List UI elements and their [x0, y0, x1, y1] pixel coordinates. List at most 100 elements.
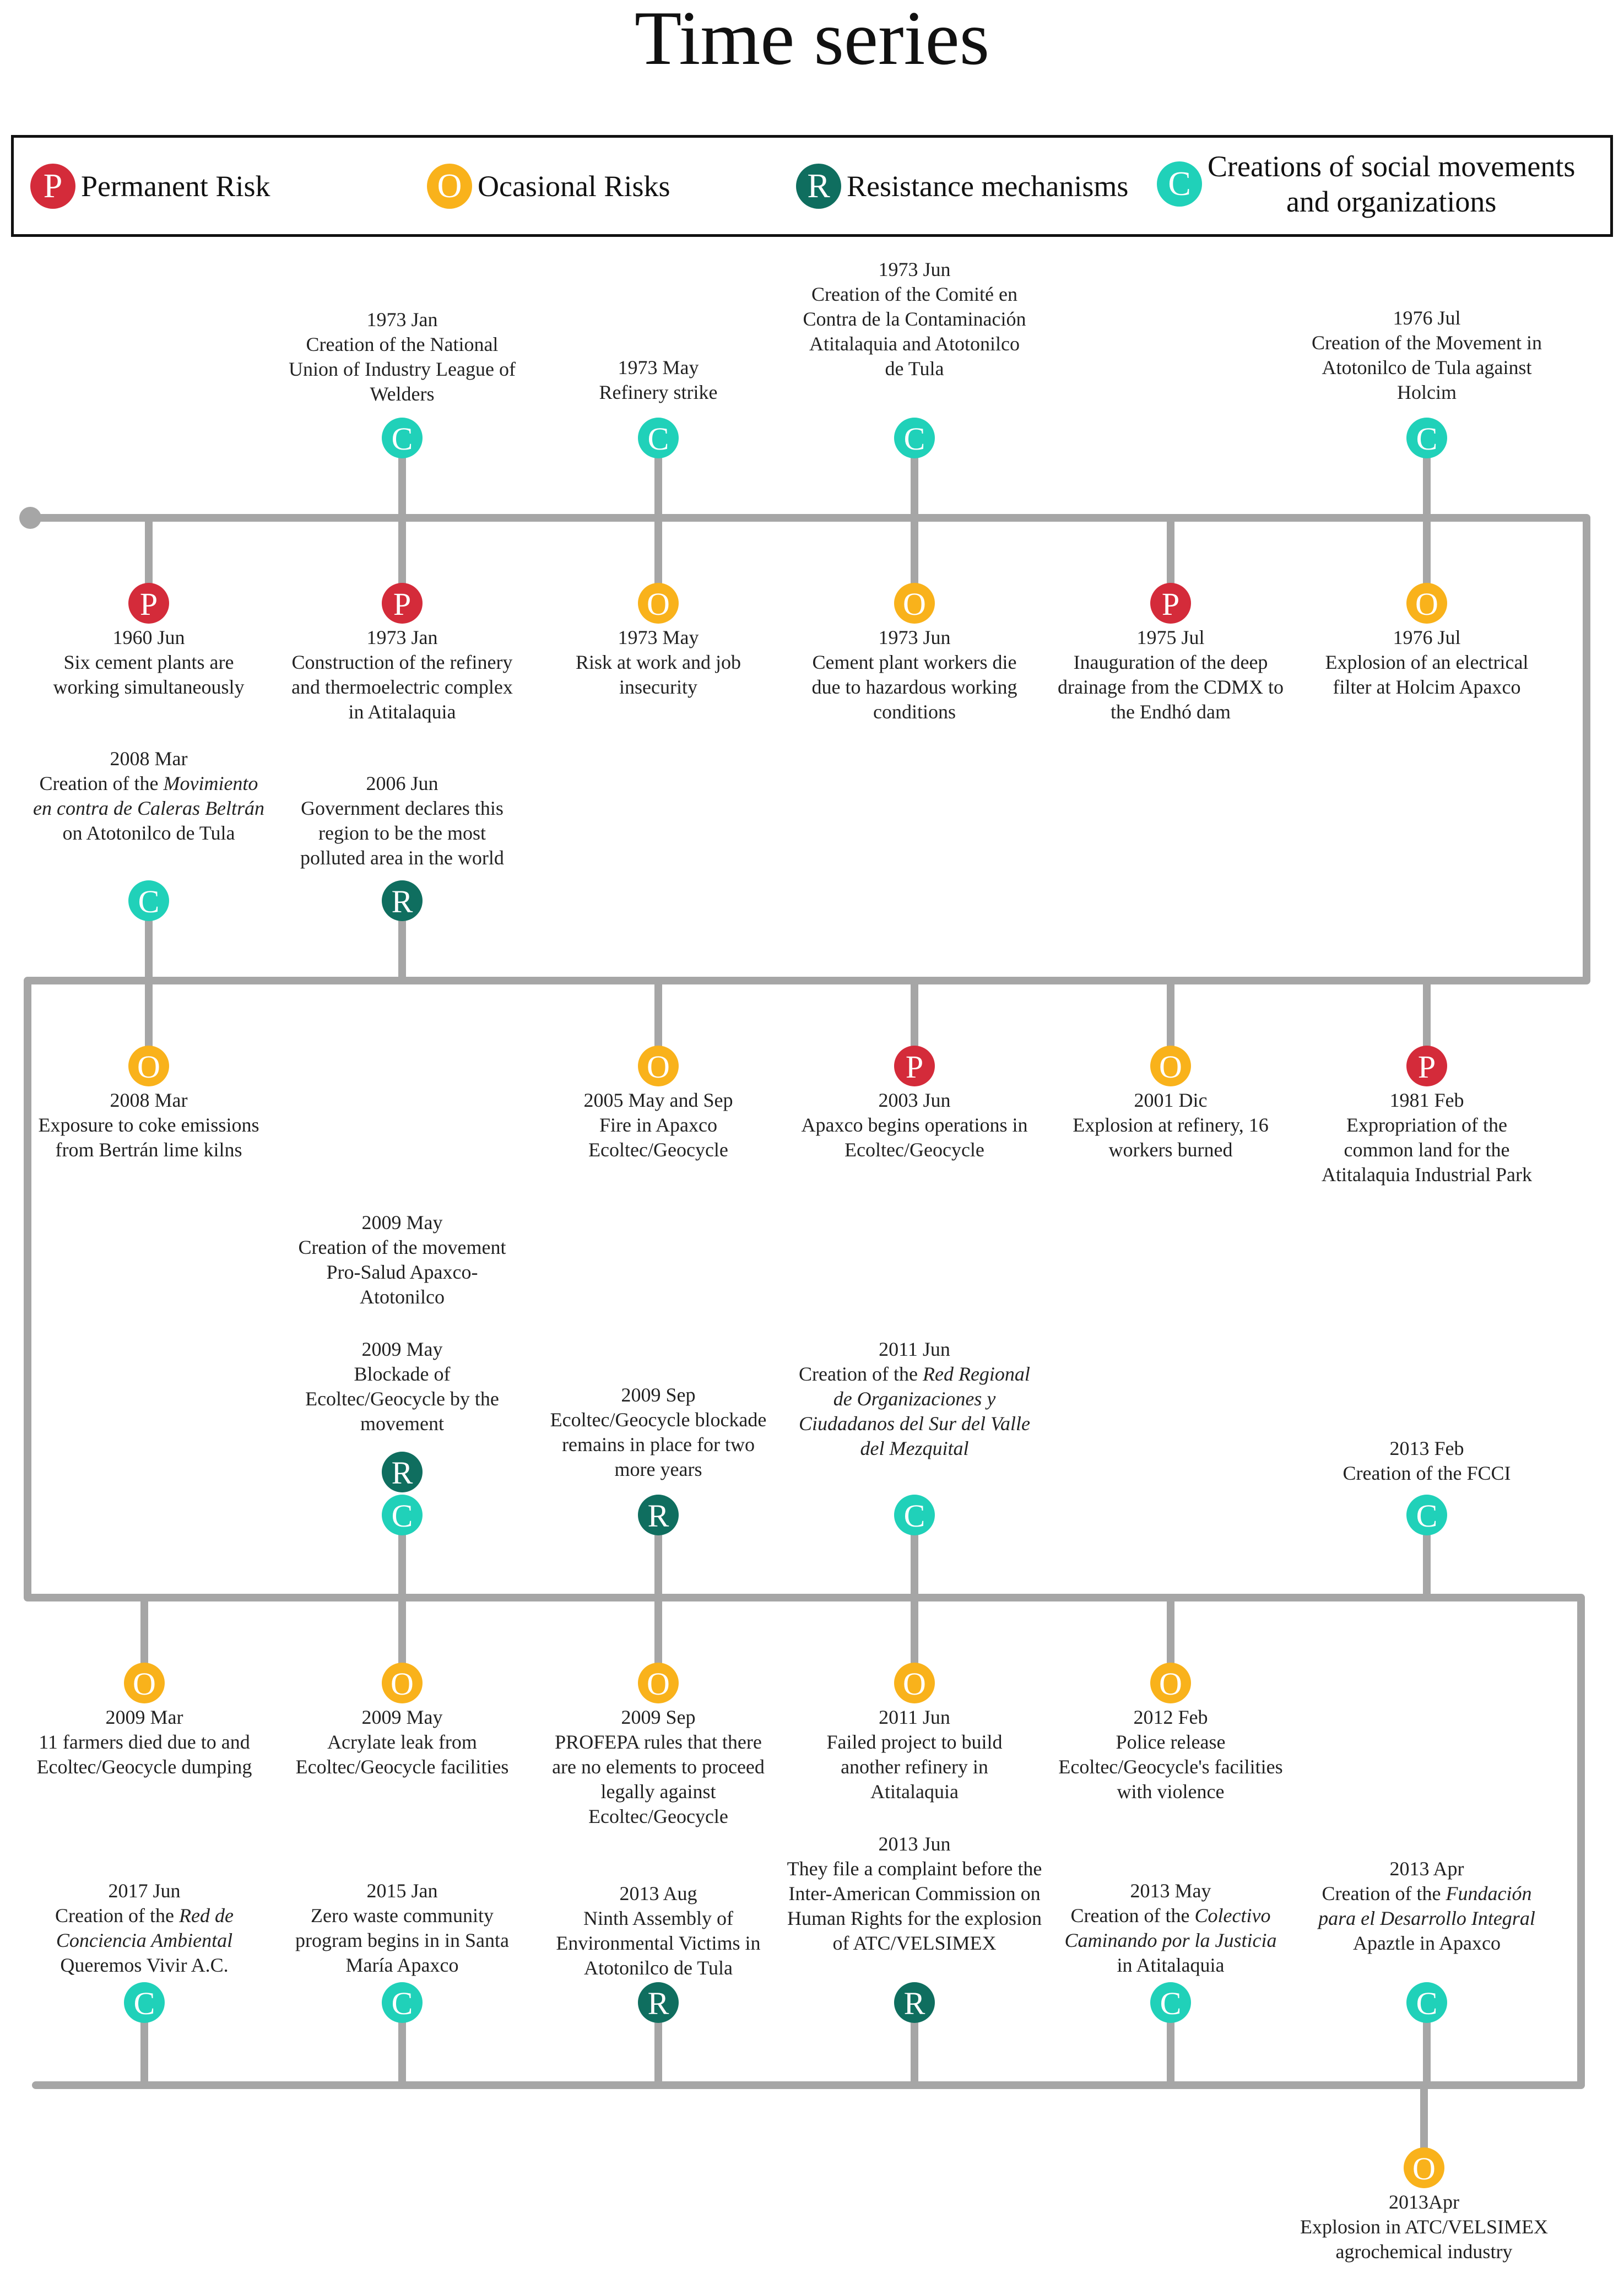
legend-item-ocasional-risks: O Ocasional Risks [427, 164, 670, 209]
event-badge-letter: O [1415, 586, 1438, 622]
event-badge-letter: O [1159, 1666, 1182, 1702]
event-text: Cement plant workers die due to hazardou… [811, 651, 1017, 723]
event-date: 2011 Jun [879, 1706, 950, 1728]
event-date: 2013 Feb [1389, 1437, 1464, 1459]
event-badge-letter: O [137, 1049, 160, 1085]
event-badge-o-icon [124, 1663, 165, 1703]
event-text: Six cement plants are working simultaneo… [53, 651, 245, 698]
event-date: 2009 Sep [621, 1706, 696, 1728]
event-date: 2017 Jun [108, 1880, 181, 1902]
event-badge-letter: P [1418, 1049, 1436, 1085]
event-badge-c-icon [382, 1495, 423, 1535]
event-text: Expropriation of the common land for the… [1322, 1114, 1532, 1186]
event-badge-letter: P [140, 586, 158, 622]
event-badge-letter: C [1416, 1985, 1438, 2021]
event-date: 2009 Mar [105, 1706, 183, 1728]
event-text: Police release Ecoltec/Geocycle's facili… [1058, 1731, 1283, 1803]
event-badge-letter: O [1412, 2151, 1436, 2187]
event-badge-letter: C [134, 1985, 155, 2021]
event-text: Exposure to coke emissions from Bertrán … [38, 1114, 259, 1161]
event-date: 2013Apr [1389, 2191, 1459, 2213]
event-badge-o-icon [128, 1046, 169, 1086]
event-text: Creation of the FCCI [1342, 1462, 1511, 1484]
event-text: Creation of the movement Pro-Salud Apaxc… [298, 1236, 506, 1308]
event-badge-p-icon [382, 583, 423, 624]
event-badge-letter: C [392, 1985, 413, 2021]
event-text: Blockade of Ecoltec/Geocycle by the move… [305, 1363, 499, 1435]
event-date: 1960 Jun [112, 626, 185, 648]
event-date: 1976 Jul [1393, 626, 1461, 648]
event-badge-p-icon [894, 1046, 935, 1086]
event-badge-letter: C [904, 421, 925, 457]
event-text: Creation of the Red Regional de Organiza… [799, 1363, 1030, 1459]
event-badge-letter: O [647, 1666, 670, 1702]
event-text: Creation of the National Union of Indust… [289, 333, 516, 405]
event-badge-letter: O [133, 1666, 156, 1702]
resistance-badge-icon: R [796, 164, 841, 209]
event-badge-r-icon [382, 880, 423, 921]
event-badge-c-icon [1406, 1495, 1447, 1535]
event-text: Construction of the refinery and thermoe… [291, 651, 513, 723]
event-badge-letter: C [648, 421, 669, 457]
event-text-italic: Red de Conciencia Ambiental [56, 1904, 234, 1951]
event-badge-c-icon [382, 1982, 423, 2023]
event-text: Creation of the Colectivo Caminando por … [1064, 1904, 1277, 1976]
event-text-italic: Fundación para el Desarrollo Integral [1318, 1882, 1535, 1929]
event-text: Government declares this region to be th… [300, 797, 504, 869]
event-badge-c-icon [1406, 1982, 1447, 2023]
event-badge-o-icon [382, 1663, 423, 1703]
legend-label-line: and organizations [1286, 185, 1497, 218]
event-date: 2001 Dic [1134, 1089, 1208, 1111]
event-badge-p-icon [1406, 1046, 1447, 1086]
event-text: Explosion of an electrical filter at Hol… [1325, 651, 1529, 698]
event-text: Fire in Apaxco Ecoltec/Geocycle [588, 1114, 728, 1161]
legend-item-creations: C Creations of social movements and orga… [1157, 149, 1575, 219]
event-text: Apaxco begins operations in Ecoltec/Geoc… [801, 1114, 1028, 1161]
event-badge-letter: O [647, 586, 670, 622]
event-text-italic: Red Regional de Organizaciones y Ciudada… [799, 1363, 1030, 1459]
event-date: 1973 Jun [878, 626, 951, 648]
legend-item-resistance-mechanisms: R Resistance mechanisms [796, 164, 1128, 209]
event-badge-letter: P [393, 586, 411, 622]
event-badge-o-icon [1404, 2147, 1444, 2188]
creation-badge-icon: C [1157, 161, 1202, 207]
event-date: 2009 May [361, 1211, 443, 1233]
event-badge-letter: P [1162, 586, 1179, 622]
event-date: 2003 Jun [878, 1089, 951, 1111]
event-badge-o-icon [638, 583, 679, 624]
event-date: 2015 Jan [366, 1880, 438, 1902]
event-date: 2013 Aug [619, 1882, 697, 1904]
event-badge-letter: R [648, 1985, 669, 2021]
event-date: 2005 May and Sep [583, 1089, 733, 1111]
event-badge-letter: C [392, 421, 413, 457]
event-date: 1973 Jan [366, 626, 438, 648]
event-date: 2008 Mar [110, 748, 188, 770]
permanent-risk-badge-icon: P [30, 164, 75, 209]
ocasional-risk-badge-icon: O [427, 164, 472, 209]
event-date: 2009 May [361, 1706, 443, 1728]
event-date: 2009 Sep [621, 1384, 696, 1406]
event-date: 1973 May [618, 626, 699, 648]
event-badge-letter: O [903, 1666, 926, 1702]
event-badge-letter: O [1159, 1049, 1182, 1085]
